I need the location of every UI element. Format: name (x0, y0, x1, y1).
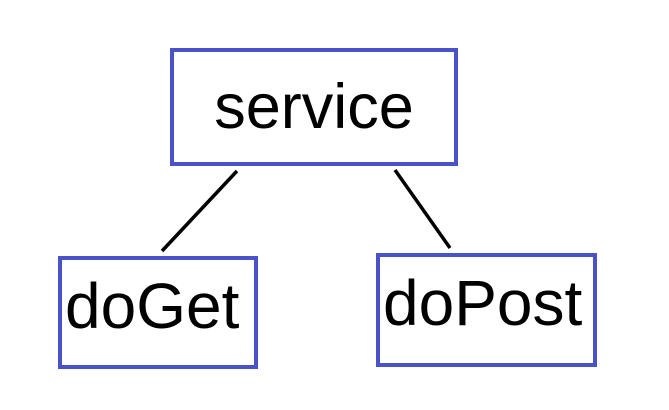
node-doget: doGet (58, 256, 258, 369)
node-doget-label: doGet (65, 269, 240, 342)
edge-service-dopost (393, 168, 452, 250)
node-service-label: service (214, 71, 414, 142)
node-service: service (170, 48, 458, 166)
node-dopost-label: doPost (383, 267, 583, 339)
node-dopost: doPost (376, 253, 597, 367)
edge-service-doget (160, 169, 239, 253)
